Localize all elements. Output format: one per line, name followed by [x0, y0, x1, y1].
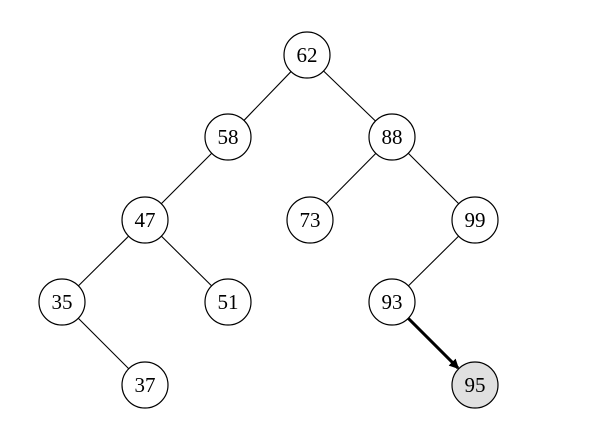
edge-93-95-arrow — [407, 317, 460, 370]
edge-47-51 — [160, 235, 213, 287]
node-circle — [121, 361, 169, 409]
node-circle — [368, 113, 416, 161]
node-label: 58 — [218, 125, 239, 149]
node-label: 37 — [135, 373, 156, 397]
node-label: 51 — [218, 290, 239, 314]
node-label: 99 — [465, 208, 486, 232]
node-circle — [286, 196, 334, 244]
edge-62-58 — [243, 71, 292, 121]
node-circle — [451, 196, 499, 244]
tree-node-62: 62 — [283, 31, 331, 79]
node-circle — [368, 278, 416, 326]
node-label: 47 — [135, 208, 156, 232]
tree-node-37: 37 — [121, 361, 169, 409]
tree-node-88: 88 — [368, 113, 416, 161]
edge-47-35 — [77, 235, 130, 287]
edge-88-99 — [407, 152, 460, 205]
tree-node-47: 47 — [121, 196, 169, 244]
node-label: 93 — [382, 290, 403, 314]
tree-node-93: 93 — [368, 278, 416, 326]
node-label: 62 — [297, 43, 318, 67]
edges-layer — [77, 70, 460, 370]
node-circle — [451, 361, 499, 409]
edge-88-73 — [325, 152, 377, 205]
tree-node-99: 99 — [451, 196, 499, 244]
tree-node-35: 35 — [38, 278, 86, 326]
tree-node-58: 58 — [204, 113, 252, 161]
tree-node-95-highlighted: 95 — [451, 361, 499, 409]
node-label: 95 — [465, 373, 486, 397]
node-circle — [204, 113, 252, 161]
nodes-layer: 62 58 88 47 73 99 35 51 93 37 95 — [38, 31, 499, 409]
node-label: 88 — [382, 125, 403, 149]
node-circle — [283, 31, 331, 79]
node-circle — [38, 278, 86, 326]
node-circle — [121, 196, 169, 244]
edge-58-47 — [160, 152, 213, 205]
edge-99-93 — [407, 235, 460, 287]
edge-62-88 — [323, 70, 376, 122]
node-circle — [204, 278, 252, 326]
node-label: 73 — [300, 208, 321, 232]
tree-node-73: 73 — [286, 196, 334, 244]
edge-35-37 — [77, 317, 130, 370]
tree-node-51: 51 — [204, 278, 252, 326]
node-label: 35 — [52, 290, 73, 314]
